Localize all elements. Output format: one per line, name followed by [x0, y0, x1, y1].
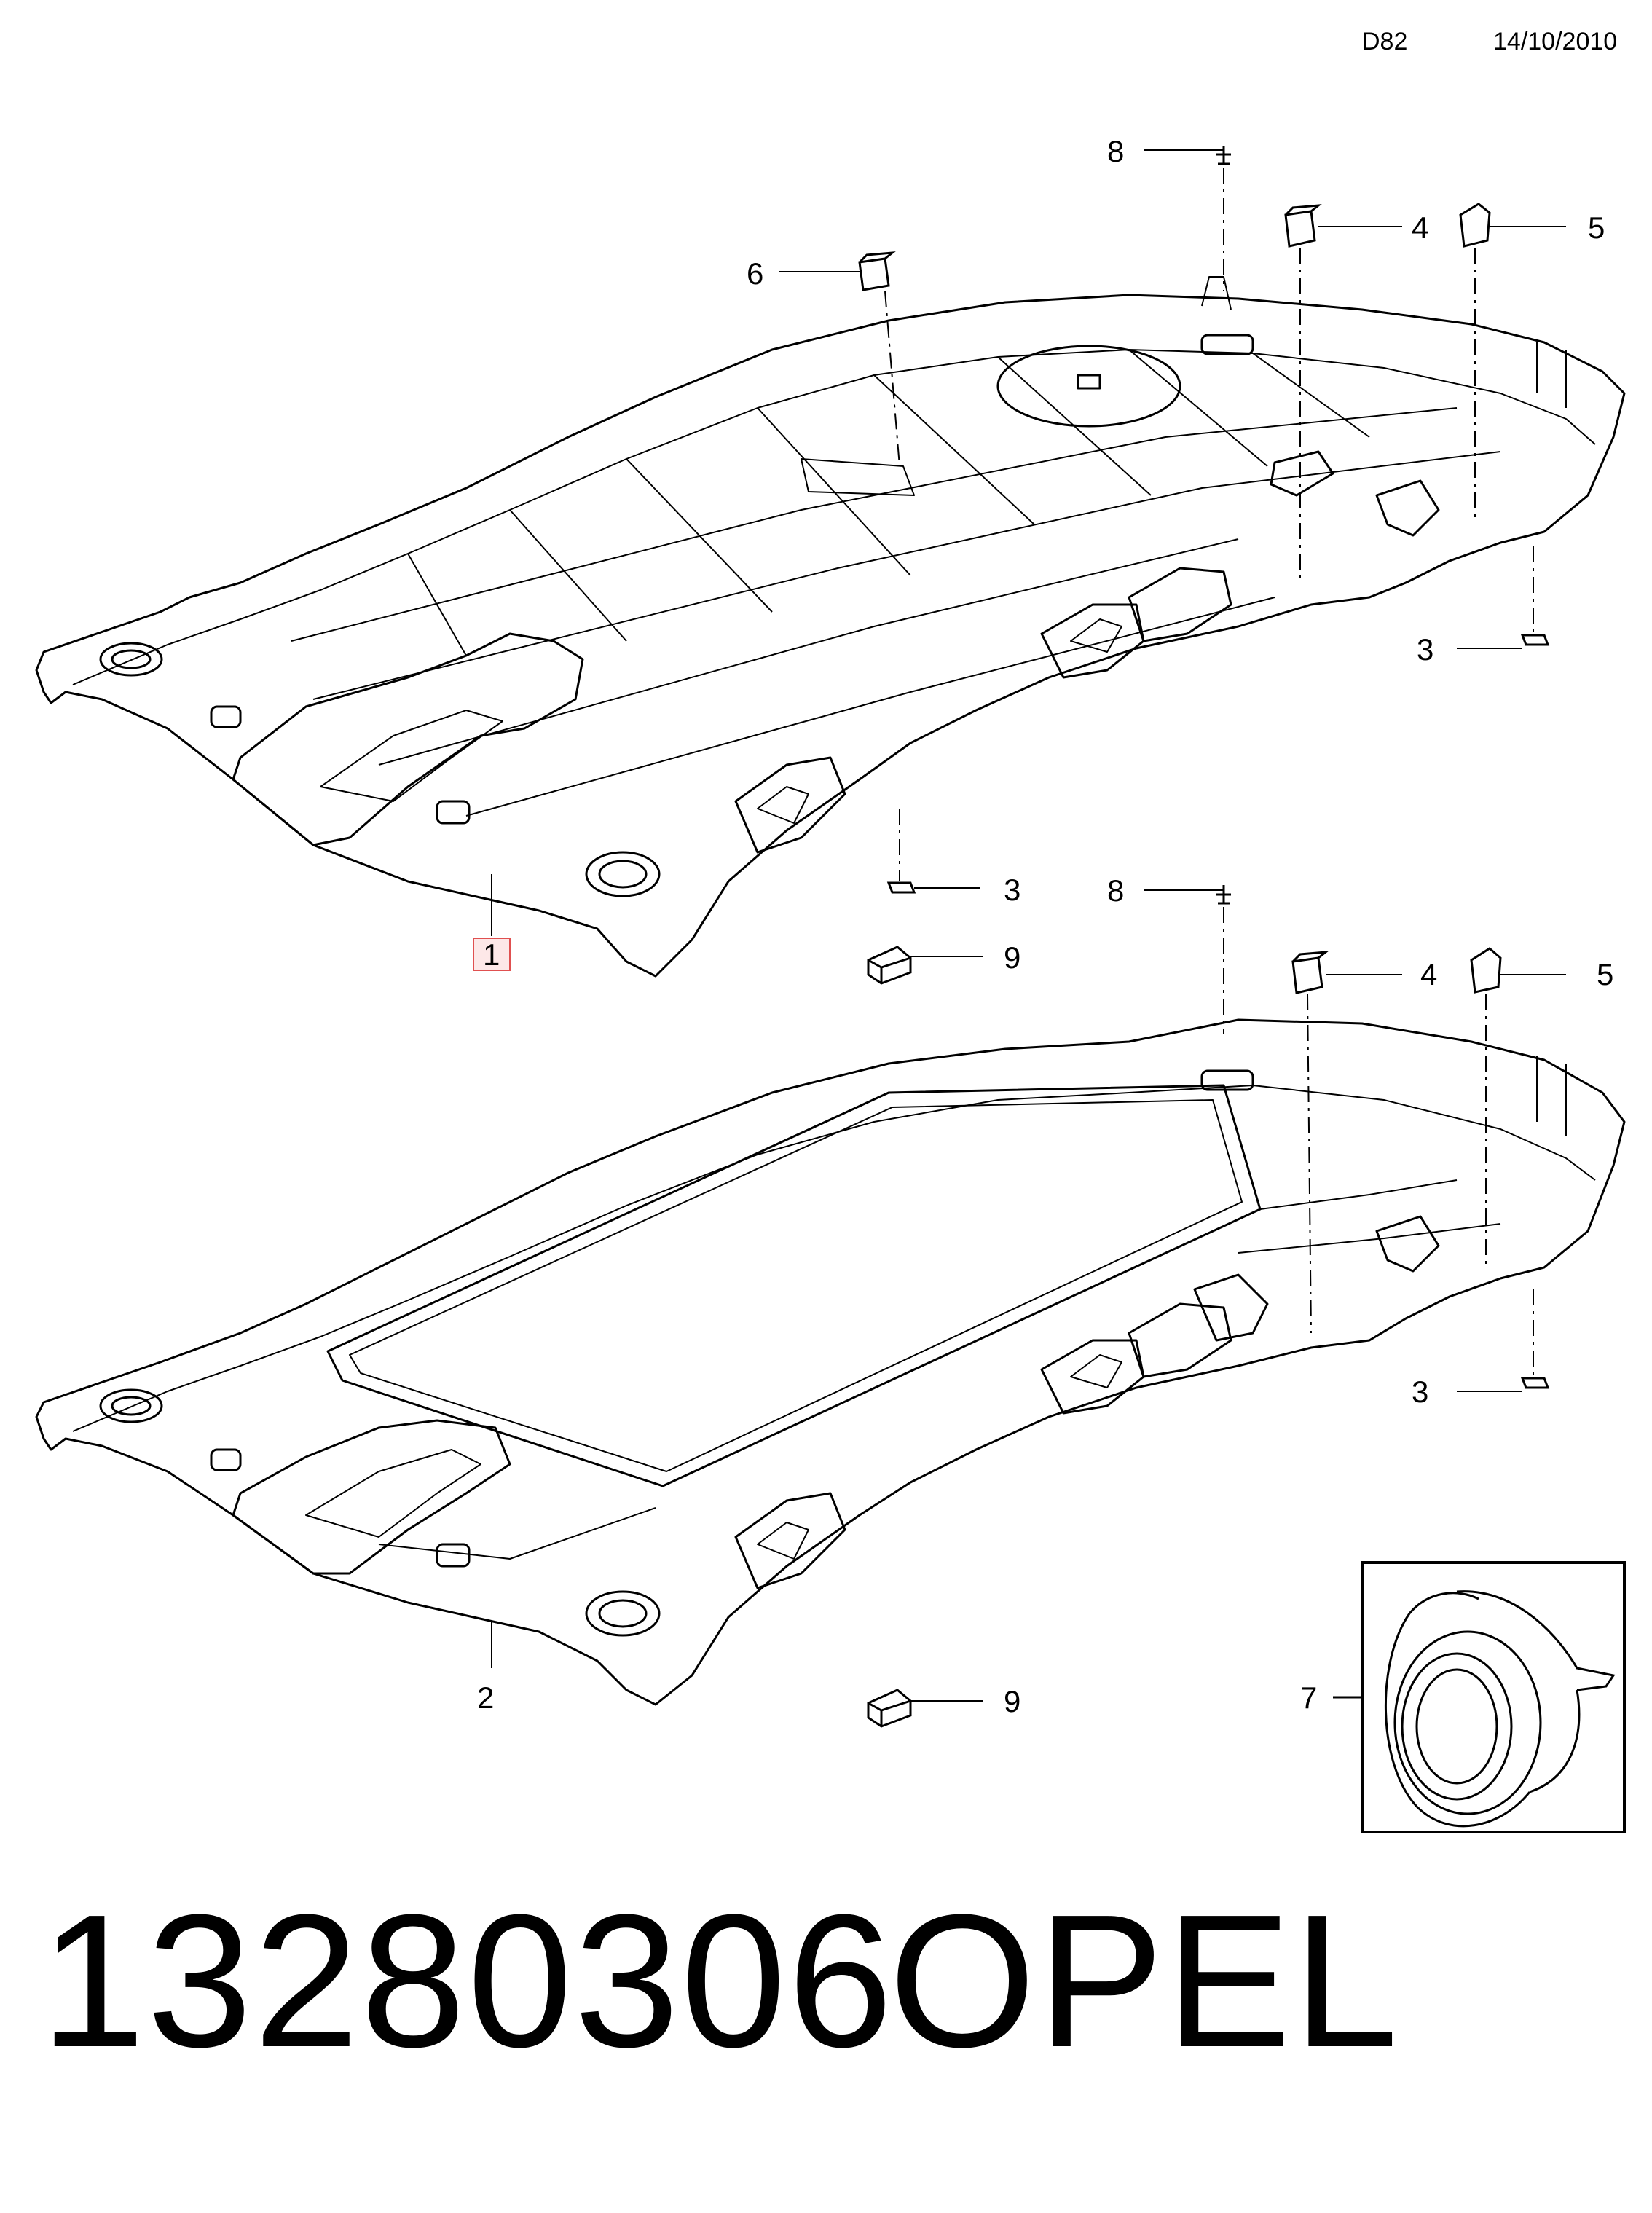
diagram-code: D82 [1362, 28, 1408, 55]
callout-2[interactable]: 2 [477, 1681, 494, 1715]
callout-1[interactable]: 1 [483, 938, 500, 972]
callout-8-lower[interactable]: 8 [1107, 873, 1124, 908]
headliner-lower [35, 1018, 1626, 1706]
callouts-upper [491, 146, 1566, 985]
part-number: 13280306 [40, 1876, 894, 2087]
diagram-date: 14/10/2010 [1493, 28, 1618, 55]
callout-6[interactable]: 6 [747, 256, 763, 291]
brand-name: OPEL [889, 1876, 1400, 2087]
callout-8-upper[interactable]: 8 [1107, 134, 1124, 168]
callout-9-upper[interactable]: 9 [1004, 940, 1020, 975]
callout-3-upper-right[interactable]: 3 [1417, 632, 1433, 667]
callout-1-highlight[interactable] [473, 938, 511, 971]
headliner-upper [35, 276, 1626, 978]
tape-roll-icon [1385, 1590, 1616, 1828]
callout-4-upper[interactable]: 4 [1412, 211, 1428, 245]
callout-3-lower[interactable]: 3 [1412, 1375, 1428, 1409]
callout-5-lower[interactable]: 5 [1597, 957, 1613, 991]
callout-7[interactable]: 7 [1300, 1681, 1317, 1715]
callout-3-middle[interactable]: 3 [1004, 873, 1020, 907]
tape-inset [1333, 1561, 1626, 1833]
callout-9-lower[interactable]: 9 [1004, 1684, 1020, 1718]
callout-4-lower[interactable]: 4 [1420, 957, 1437, 991]
callouts-lower [491, 885, 1566, 1728]
callout-5-upper[interactable]: 5 [1588, 211, 1605, 245]
